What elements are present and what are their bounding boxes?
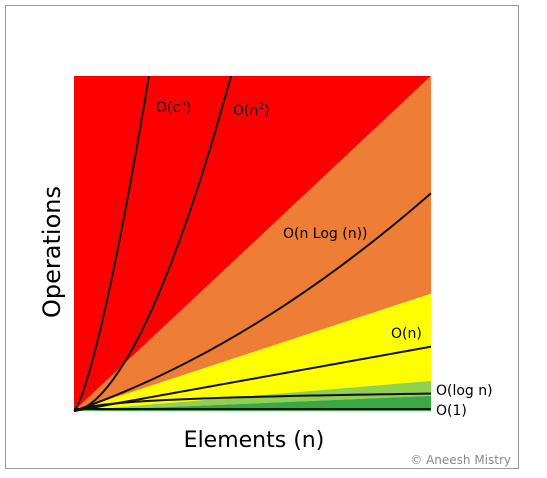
curve-linear [73, 345, 432, 412]
curve-nlogn [73, 192, 432, 412]
curve-label-quadratic: O(n2) [233, 102, 270, 119]
curve-label-constant: O(1) [436, 403, 467, 419]
region-good [74, 380, 431, 411]
region-excellent [74, 395, 431, 411]
credit-text: © Aneesh Mistry [410, 453, 511, 467]
y-axis-label: Operations [38, 186, 66, 318]
x-axis-label: Elements (n) [184, 428, 325, 453]
curve-label-linear: O(n) [391, 326, 422, 342]
curve-quadratic [73, 75, 233, 412]
curve-label-exponential: O(cn) [156, 99, 191, 116]
curve-exponential [73, 75, 150, 412]
region-fair [74, 293, 431, 411]
curve-label-log: O(log n) [436, 383, 493, 399]
curve-log [73, 392, 432, 412]
region-bad [74, 76, 431, 411]
curve-label-nlogn: O(n Log (n)) [283, 226, 368, 242]
